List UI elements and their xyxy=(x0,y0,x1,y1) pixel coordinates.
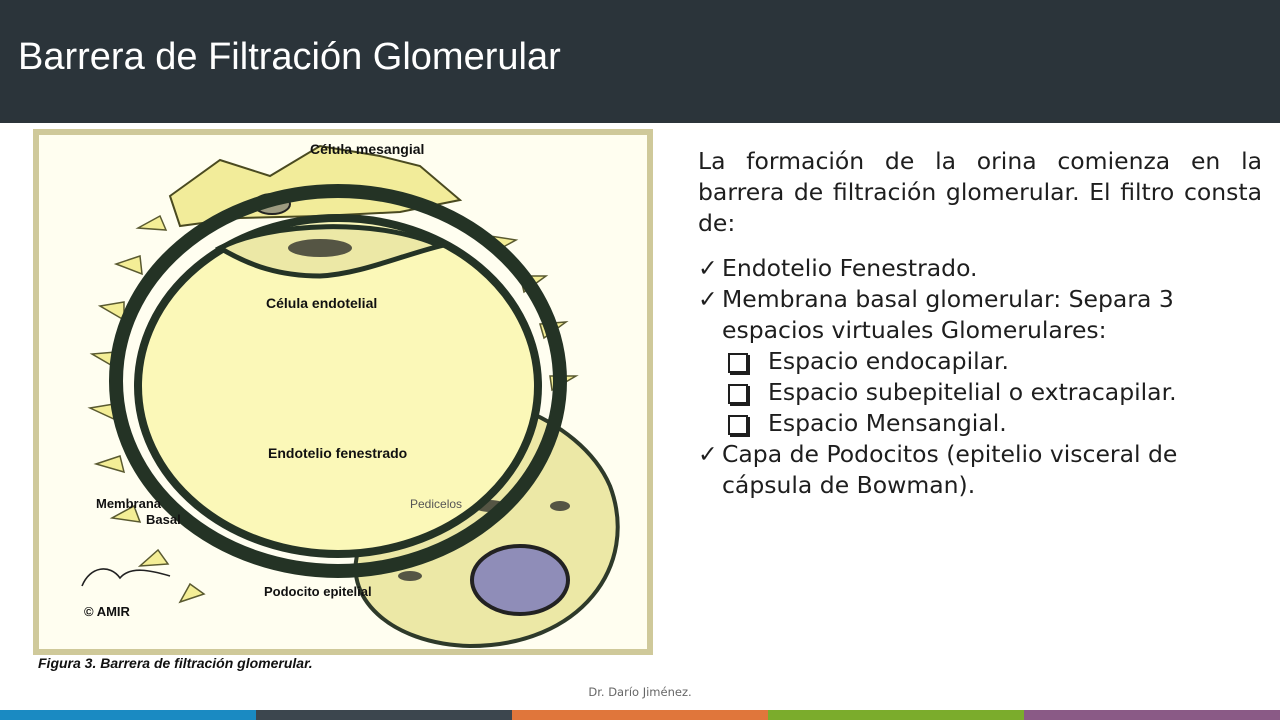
label-membrane-1: Membrana xyxy=(96,496,162,511)
basement-membrane xyxy=(109,184,567,578)
check-icon: ✓ xyxy=(698,254,718,282)
label-pedicels: Pedicelos xyxy=(410,497,462,511)
intro-paragraph: La formación de la orina comienza en la … xyxy=(698,147,1262,237)
glomerular-figure: Célula mesangial Célula endotelial Endot… xyxy=(20,126,670,680)
podocyte-nucleus xyxy=(470,544,570,616)
footer-stripe-slate xyxy=(256,710,512,720)
glomerular-diagram: Célula mesangial Célula endotelial Endot… xyxy=(33,129,653,671)
sub-list-item-text: Espacio endocapilar. xyxy=(768,347,1010,375)
figure-caption: Figura 3. Barrera de filtración glomerul… xyxy=(38,655,313,671)
footer-stripe-orange xyxy=(512,710,768,720)
slide-title: Barrera de Filtración Glomerular xyxy=(18,36,561,78)
sub-list-item: Espacio Mensangial. xyxy=(698,408,1262,439)
footer-stripe-blue xyxy=(0,710,256,720)
organelle xyxy=(550,501,570,511)
list-item: ✓ Capa de Podocitos (epitelio visceral d… xyxy=(698,439,1262,501)
square-bullet-icon xyxy=(728,415,748,435)
content-text: La formación de la orina comienza en la … xyxy=(698,146,1262,501)
sub-list-item-text: Espacio Mensangial. xyxy=(768,409,1007,437)
sub-list-item: Espacio endocapilar. xyxy=(698,346,1262,377)
label-podocyte: Podocito epitelial xyxy=(264,584,372,599)
sub-list-item: Espacio subepitelial o extracapilar. xyxy=(698,377,1262,408)
list-item-text: Endotelio Fenestrado. xyxy=(722,254,978,282)
list-item-text: Capa de Podocitos (epitelio visceral de … xyxy=(722,440,1178,499)
list-item: ✓ Endotelio Fenestrado. xyxy=(698,253,1262,284)
list-item-text: Membrana basal glomerular: Separa 3 espa… xyxy=(722,285,1174,344)
title-bar: Barrera de Filtración Glomerular xyxy=(0,0,1280,123)
list-item: ✓ Membrana basal glomerular: Separa 3 es… xyxy=(698,284,1262,346)
label-fenestrated: Endotelio fenestrado xyxy=(268,445,407,461)
organelle xyxy=(398,571,422,581)
footer-stripe-purple xyxy=(1024,710,1280,720)
square-bullet-icon xyxy=(728,353,748,373)
label-endothelial: Célula endotelial xyxy=(266,295,377,311)
footer-stripe-green xyxy=(768,710,1024,720)
sub-list-item-text: Espacio subepitelial o extracapilar. xyxy=(768,378,1177,406)
footer-author: Dr. Darío Jiménez. xyxy=(588,685,692,699)
square-bullet-icon xyxy=(728,384,748,404)
label-copyright: © AMIR xyxy=(84,604,131,619)
check-icon: ✓ xyxy=(698,440,718,468)
check-icon: ✓ xyxy=(698,285,718,313)
signature xyxy=(81,568,171,587)
capillary-lumen xyxy=(134,214,542,558)
label-membrane-2: Basal xyxy=(146,512,181,527)
endothelial-nucleus xyxy=(288,239,352,257)
label-mesangial: Célula mesangial xyxy=(310,141,424,157)
